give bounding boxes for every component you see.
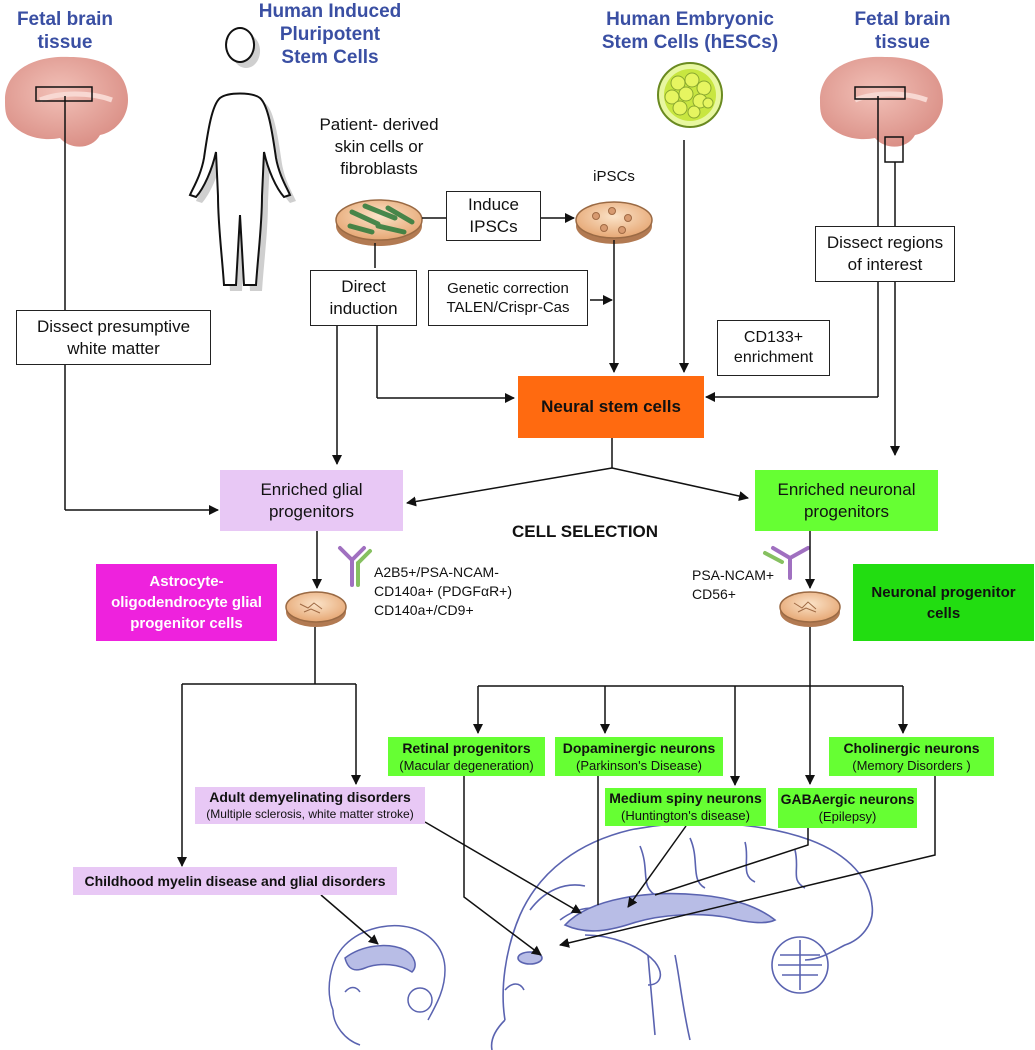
astrocyte-oligodendrocyte-box: Astrocyte- oligodendrocyte glial progeni…	[96, 564, 277, 641]
source-hesc: Human Embryonic Stem Cells (hESCs)	[601, 9, 779, 53]
retinal-progenitors-box: Retinal progenitors (Macular degeneratio…	[388, 737, 545, 776]
gaba-sub: (Epilepsy)	[818, 809, 877, 824]
brain-sagittal-icon-large	[490, 822, 874, 1050]
human-silhouette-icon	[188, 27, 296, 291]
ipscs-label: iPSCs	[593, 168, 635, 185]
source-fetal-right: Fetal brain tissue	[854, 9, 951, 53]
brain-tissue-icon-right	[820, 56, 943, 163]
neuronal-progenitors-box: Enriched neuronal progenitors	[755, 470, 938, 531]
glial-marker-3: CD140a+/CD9+	[374, 602, 474, 618]
neuronal-progenitor-cells-box: Neuronal progenitor cells	[853, 564, 1034, 641]
genetic-correction-label: Genetic correction	[447, 280, 569, 297]
petri-dish-icon-ipsc	[575, 201, 653, 244]
embryonic-stem-cell-icon	[657, 62, 723, 128]
antibody-icon-glial	[338, 546, 372, 587]
adult-title: Adult demyelinating disorders	[209, 788, 411, 805]
cd133-enrichment-box: CD133+ enrichment	[717, 320, 830, 376]
gabaergic-box: GABAergic neurons (Epilepsy)	[778, 788, 917, 828]
retinal-sub: (Macular degeneration)	[399, 757, 534, 773]
talen-label: TALEN/Crispr-Cas	[446, 299, 570, 316]
dopaminergic-sub: (Parkinson's Disease)	[575, 757, 703, 773]
glial-markers: A2B5+/PSA-NCAM- CD140a+ (PDGFαR+) CD140a…	[374, 563, 524, 620]
glial-progenitors-box: Enriched glial progenitors	[220, 470, 403, 531]
antibody-icon-neuronal	[763, 546, 810, 580]
neuronal-marker-1: PSA-NCAM+	[692, 567, 775, 583]
childhood-myelin-box: Childhood myelin disease and glial disor…	[73, 867, 397, 895]
connections	[64, 96, 936, 956]
dopaminergic-box: Dopaminergic neurons (Parkinson's Diseas…	[555, 737, 723, 776]
childhood-title: Childhood myelin disease and glial disor…	[84, 872, 386, 889]
adult-sub: (Multiple sclerosis, white matter stroke…	[206, 806, 414, 821]
cholinergic-box: Cholinergic neurons (Memory Disorders )	[829, 737, 994, 776]
glial-marker-2: CD140a+ (PDGFαR+)	[374, 583, 513, 599]
petri-dish-icon-glial	[285, 591, 347, 627]
neural-stem-cells-box: Neural stem cells	[518, 376, 704, 438]
dissect-regions-box: Dissect regions of interest	[815, 226, 955, 282]
source-fetal-left: Fetal brain tissue	[16, 9, 114, 53]
petri-dish-icon-neuronal	[779, 591, 841, 627]
brain-tissue-icon-left	[5, 56, 128, 147]
dopaminergic-title: Dopaminergic neurons	[562, 739, 716, 756]
petri-dish-icon-skin	[335, 199, 423, 246]
neuronal-marker-2: CD56+	[692, 586, 736, 602]
cholinergic-title: Cholinergic neurons	[843, 739, 980, 756]
retinal-title: Retinal progenitors	[402, 739, 531, 756]
source-ipsc: Human Induced Pluripotent Stem Cells	[258, 1, 402, 68]
cholinergic-sub: (Memory Disorders )	[852, 757, 971, 773]
adult-demyelinating-box: Adult demyelinating disorders (Multiple …	[195, 787, 425, 824]
induce-ipscs-box: Induce IPSCs	[446, 191, 541, 241]
medium-spiny-box: Medium spiny neurons (Huntington's disea…	[605, 788, 766, 826]
dissect-white-matter-box: Dissect presumptive white matter	[16, 310, 211, 365]
medium-spiny-title: Medium spiny neurons	[609, 790, 762, 806]
glial-marker-1: A2B5+/PSA-NCAM-	[374, 564, 499, 580]
direct-induction-box: Direct induction	[310, 270, 417, 326]
medium-spiny-sub: (Huntington's disease)	[621, 808, 750, 823]
gaba-title: GABAergic neurons	[780, 791, 915, 807]
neuronal-markers: PSA-NCAM+ CD56+	[692, 566, 782, 604]
genetic-correction-box: Genetic correction TALEN/Crispr-Cas	[428, 270, 588, 326]
patient-cells-label: Patient- derived skin cells or fibroblas…	[319, 115, 439, 178]
brain-sagittal-icon-small	[328, 925, 446, 1046]
cell-selection-label: CELL SELECTION	[511, 522, 659, 541]
